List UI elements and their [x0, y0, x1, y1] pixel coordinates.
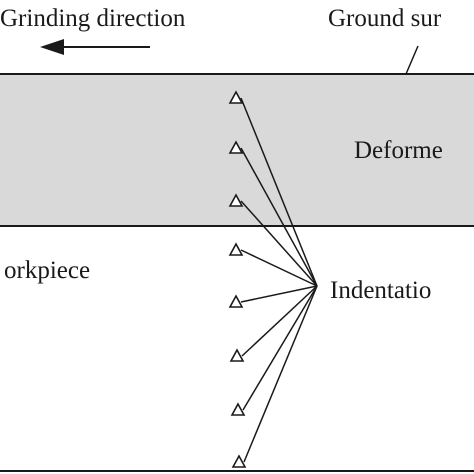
deformed-layer-label: Deforme — [354, 137, 443, 164]
grinding-direction-label: Grinding direction — [0, 5, 186, 32]
indentation-leader-line — [240, 147, 318, 287]
indentation-label: Indentatio — [330, 277, 431, 304]
indentation-marker — [228, 242, 244, 256]
indentation-leader-line — [242, 285, 318, 411]
indentation-leader-line — [241, 285, 318, 357]
indentation-leader-line — [240, 249, 318, 287]
indentation-marker — [228, 90, 244, 104]
indentation-marker — [230, 402, 246, 416]
indentation-markers — [228, 90, 247, 468]
indentation-marker — [229, 348, 245, 362]
indentation-marker — [228, 193, 244, 207]
indentation-leader-line — [240, 200, 318, 287]
indentation-marker — [228, 294, 244, 308]
workpiece-label: orkpiece — [4, 257, 90, 284]
indentation-marker — [228, 140, 244, 154]
grinding-direction-arrow — [40, 39, 150, 55]
ground-surface-label: Ground sur — [328, 5, 442, 32]
indentation-leader-line — [243, 285, 318, 463]
indentation-leader-line — [240, 97, 318, 287]
indentation-leader-line — [240, 285, 318, 303]
indentation-leader-lines — [240, 97, 318, 463]
indentation-marker — [231, 454, 247, 468]
ground-surface-leader — [405, 45, 419, 75]
